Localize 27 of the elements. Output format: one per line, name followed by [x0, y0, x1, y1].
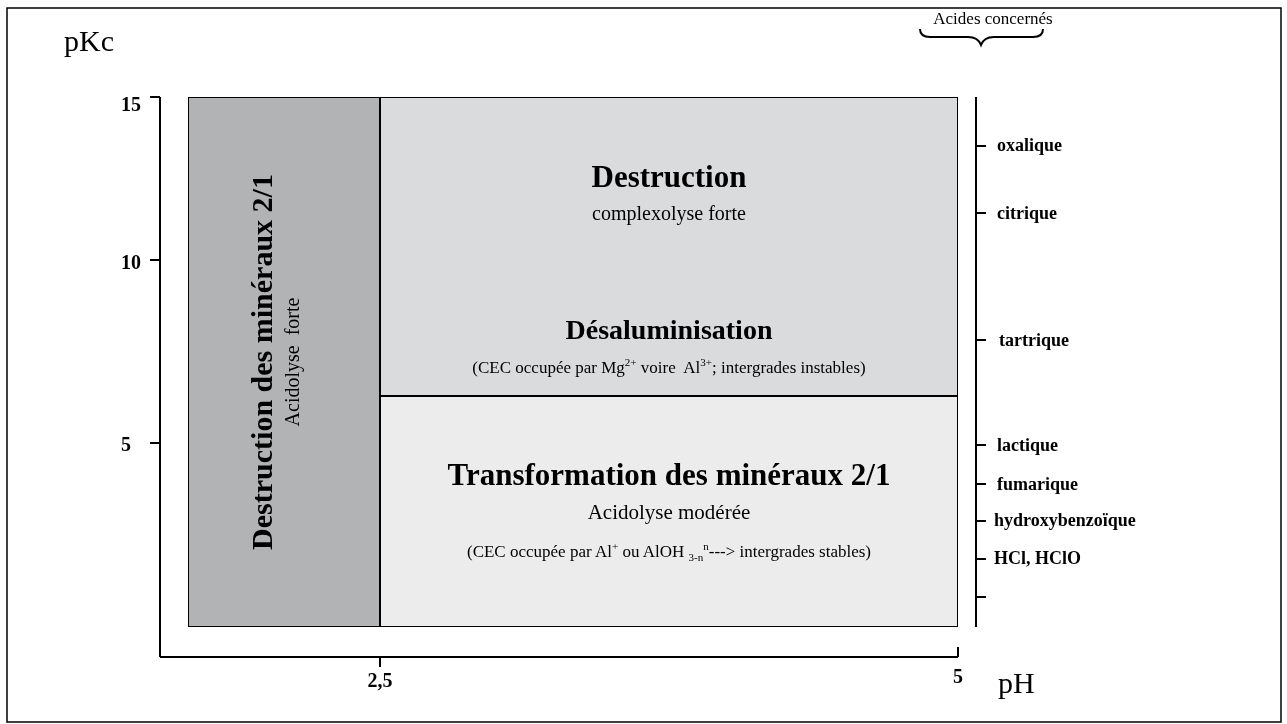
region-subtitle: complexolyse forte: [592, 202, 746, 224]
tick-label: 10: [121, 252, 141, 272]
region-heading: Désaluminisation: [565, 315, 773, 346]
tick-label: 15: [121, 94, 141, 114]
acid-name: hydroxybenzoïque: [994, 511, 1136, 529]
rotated-heading: Destruction des minéraux 2/1: [245, 174, 278, 550]
region-box: [380, 97, 958, 396]
acid-name: fumarique: [997, 475, 1078, 493]
tick-label: 5: [953, 666, 963, 686]
axis-title: pH: [998, 668, 1035, 698]
axis-title: pKc: [64, 26, 114, 56]
region-box: [188, 97, 380, 627]
region-box: [380, 396, 958, 627]
acid-name: lactique: [997, 436, 1058, 454]
acid-name: oxalique: [997, 136, 1062, 154]
acid-name: HCl, HClO: [994, 549, 1081, 567]
tick-label: 5: [121, 434, 131, 454]
acid-name: citrique: [997, 204, 1057, 222]
scale-title: Acides concernés: [933, 10, 1053, 27]
tick-label: 2,5: [367, 670, 393, 690]
rotated-subtitle: Acidolyse forte: [281, 297, 303, 427]
acid-name: tartrique: [999, 331, 1069, 349]
region-note: (CEC occupée par Mg$^{2+}$ voire Al$^{3+}$; intergrades instables): [472, 359, 866, 378]
region-heading: Destruction: [591, 160, 747, 195]
region-heading: Transformation des minéraux 2/1: [447, 458, 891, 493]
region-subtitle: Acidolyse modérée: [587, 501, 751, 525]
region-note: (CEC occupée par Al$^{+}$ ou AlOH $_{3-n}$$^{n}$---> intergrades stables): [467, 543, 871, 562]
